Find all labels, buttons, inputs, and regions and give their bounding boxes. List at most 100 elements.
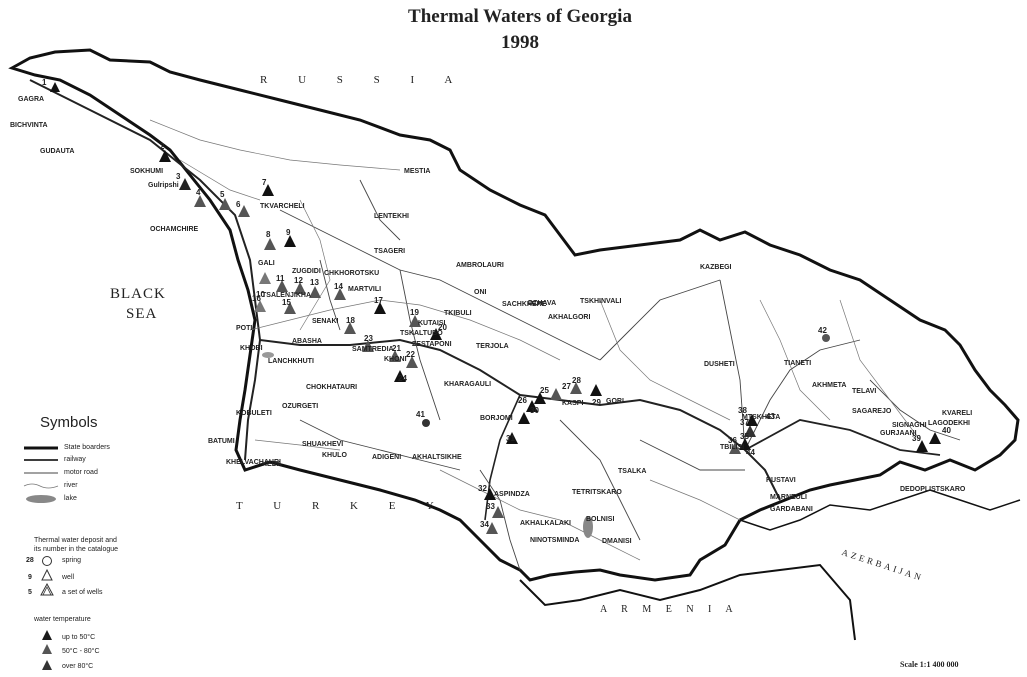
city-label: ZESTAPONI — [412, 341, 452, 348]
city-label: SIGNAGHI — [892, 422, 927, 429]
region-russia: R U S S I A — [260, 74, 467, 86]
legend-temp-low: up to 50°C — [62, 634, 96, 641]
city-label: MTSKHETA — [742, 414, 781, 421]
city-label: POTI — [236, 325, 253, 332]
deposit-number: 26 — [518, 396, 527, 405]
deposit-number: 27 — [562, 382, 571, 391]
city-label: OZURGETI — [282, 403, 319, 410]
city-label: DUSHETI — [704, 361, 735, 368]
legend-title: Symbols — [40, 414, 98, 431]
city-label: GARDABANI — [770, 506, 813, 513]
city-label: SENAKI — [312, 318, 339, 325]
deposit-number: 36 — [728, 436, 737, 445]
deposit-number: 20 — [438, 323, 447, 332]
sea-label-black: BLACK — [110, 286, 166, 302]
city-label: ADIGENI — [372, 454, 402, 461]
city-label: BOLNISI — [586, 516, 615, 523]
lake — [583, 516, 593, 538]
city-label: KVARELI — [942, 410, 973, 417]
city-label: CHOKHATAURI — [306, 384, 358, 391]
deposit-number: 8 — [266, 230, 271, 239]
city-label: CHKHOROTSKU — [324, 270, 380, 277]
deposit-number: 23 — [364, 334, 373, 343]
legend-lake: lake — [64, 495, 77, 502]
city-label: KHULO — [322, 452, 347, 459]
city-label: AKHALGORI — [548, 314, 591, 321]
legend-river: river — [64, 482, 78, 489]
legend-deposit-caption: Thermal water deposit and its number in … — [34, 537, 119, 553]
city-label: SAMTREDIA — [352, 346, 394, 353]
city-label: SOKHUMI — [130, 168, 164, 175]
deposit-number: 35 — [740, 432, 749, 441]
city-label: MESTIA — [404, 168, 431, 175]
region-armenia: A R M E N I A — [600, 604, 739, 615]
railway — [29, 79, 781, 501]
city-label: TETRITSKARO — [572, 489, 622, 496]
deposit-number: 16 — [252, 294, 261, 303]
deposit-number: 33 — [486, 502, 495, 511]
city-label: GURJAANI — [880, 430, 917, 437]
city-label: TELAVI — [852, 388, 877, 395]
deposit-number: 7 — [262, 178, 267, 187]
city-label: TIANETI — [784, 360, 812, 367]
city-label: KAZBEGI — [700, 264, 732, 271]
azerbaijan-border — [739, 489, 1021, 531]
legend-symbols — [23, 446, 59, 670]
legend-wells-num: 5 — [28, 589, 32, 596]
map-title: Thermal Waters of Georgia — [408, 6, 632, 27]
deposit-number: 42 — [818, 326, 827, 335]
deposit-number: 2 — [160, 142, 165, 151]
deposit-number: 24 — [398, 374, 407, 383]
city-label: BORJOMI — [480, 415, 513, 422]
city-label: TKIBULI — [444, 310, 472, 317]
city-label: TSKALTUBO — [400, 330, 443, 337]
deposit-number: 11 — [276, 274, 285, 283]
rivers — [149, 119, 921, 561]
deposit-number: 44 — [746, 448, 755, 457]
legend-set-of-wells: a set of wells — [62, 589, 103, 596]
legend-motor-road: motor road — [64, 469, 98, 476]
deposit-number: 1 — [42, 78, 47, 87]
city-label: GORI — [606, 398, 624, 405]
city-label: KEDA — [262, 461, 282, 468]
city-label: RUSTAVI — [766, 477, 796, 484]
deposit-number: 3 — [176, 172, 181, 181]
city-label: AMBROLAURI — [456, 262, 504, 269]
lake — [262, 352, 274, 358]
city-label: AKHALKALAKI — [520, 520, 571, 527]
deposit-number: 6 — [236, 200, 241, 209]
deposit-markers — [50, 82, 941, 534]
legend-well: well — [62, 574, 75, 581]
deposit-number: 21 — [392, 344, 401, 353]
legend-temp-mid: 50°C - 80°C — [62, 648, 100, 655]
deposit-number: 39 — [912, 434, 921, 443]
city-label: LAGODEKHI — [928, 420, 970, 427]
state-border — [8, 48, 1020, 582]
city-label: KASPI — [562, 400, 584, 407]
deposit-number: 18 — [346, 316, 355, 325]
deposit-number: 4 — [196, 188, 201, 197]
city-label: KOBULETI — [236, 410, 272, 417]
deposit-number: 38 — [738, 406, 747, 415]
city-label: KHELVACHAURI — [226, 459, 281, 466]
legend-temp-caption: water temperature — [34, 616, 91, 623]
map-scale: Scale 1:1 400 000 — [900, 660, 959, 669]
city-label: GUDAUTA — [40, 148, 75, 155]
city-label: TSALENJIKHA — [262, 292, 312, 299]
deposit-number: 13 — [310, 278, 319, 287]
city-label: AKHALTSIKHE — [412, 454, 462, 461]
city-label: DMANISI — [602, 538, 632, 545]
city-label: ASPINDZA — [494, 491, 530, 498]
deposit-number: 34 — [480, 520, 489, 529]
city-label: TSALKA — [618, 468, 647, 475]
city-label: KHARAGAULI — [444, 381, 492, 388]
deposit-number: 17 — [374, 296, 383, 305]
deposit-number: 28 — [572, 376, 581, 385]
city-label: TSKHINVALI — [580, 298, 622, 305]
deposit-number: 29 — [592, 398, 601, 407]
city-label: LANCHKHUTI — [268, 358, 314, 365]
legend-well-num: 9 — [28, 574, 32, 581]
deposit-number: 32 — [478, 484, 487, 493]
city-label: KHOBI — [240, 345, 263, 352]
